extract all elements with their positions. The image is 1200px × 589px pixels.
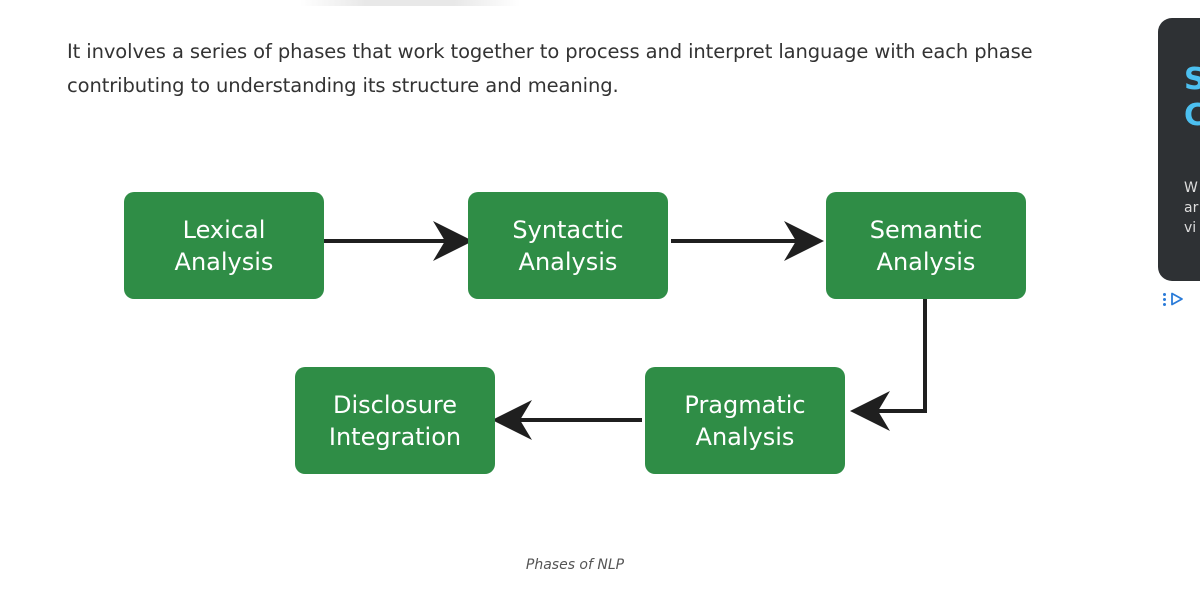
node-label-line1: Pragmatic (684, 390, 806, 419)
ad-headline: S C (1184, 62, 1200, 133)
node-label-line2: Analysis (174, 247, 274, 276)
node-lexical-analysis: Lexical Analysis (124, 192, 324, 299)
node-semantic-analysis: Semantic Analysis (826, 192, 1026, 299)
node-label-line1: Disclosure (332, 390, 458, 419)
nlp-phases-diagram (324, 221, 927, 440)
intro-paragraph: It involves a series of phases that work… (67, 40, 1033, 97)
ad-card[interactable]: S C W ar vi (1158, 18, 1200, 281)
node-label-line1: Semantic (869, 215, 983, 244)
more-vert-icon[interactable] (1163, 292, 1166, 306)
node-disclosure-integration: Disclosure Integration (295, 367, 495, 474)
node-label-line2: Analysis (518, 247, 618, 276)
node-pragmatic-analysis: Pragmatic Analysis (645, 367, 845, 474)
arrow-semantic-to-pragmatic (850, 299, 927, 431)
node-label-line2: Analysis (695, 422, 795, 451)
cropped-top-element (300, 0, 520, 6)
node-label-line1: Lexical (182, 215, 266, 244)
figure-caption: Phases of NLP (525, 557, 625, 573)
ad-controls (1163, 292, 1184, 306)
node-label-line2: Integration (328, 422, 462, 451)
adchoices-play-icon[interactable] (1170, 292, 1184, 306)
node-label-line2: Analysis (876, 247, 976, 276)
node-label-line1: Syntactic (512, 215, 624, 244)
ad-body-text: W ar vi (1184, 180, 1199, 236)
node-syntactic-analysis: Syntactic Analysis (468, 192, 668, 299)
